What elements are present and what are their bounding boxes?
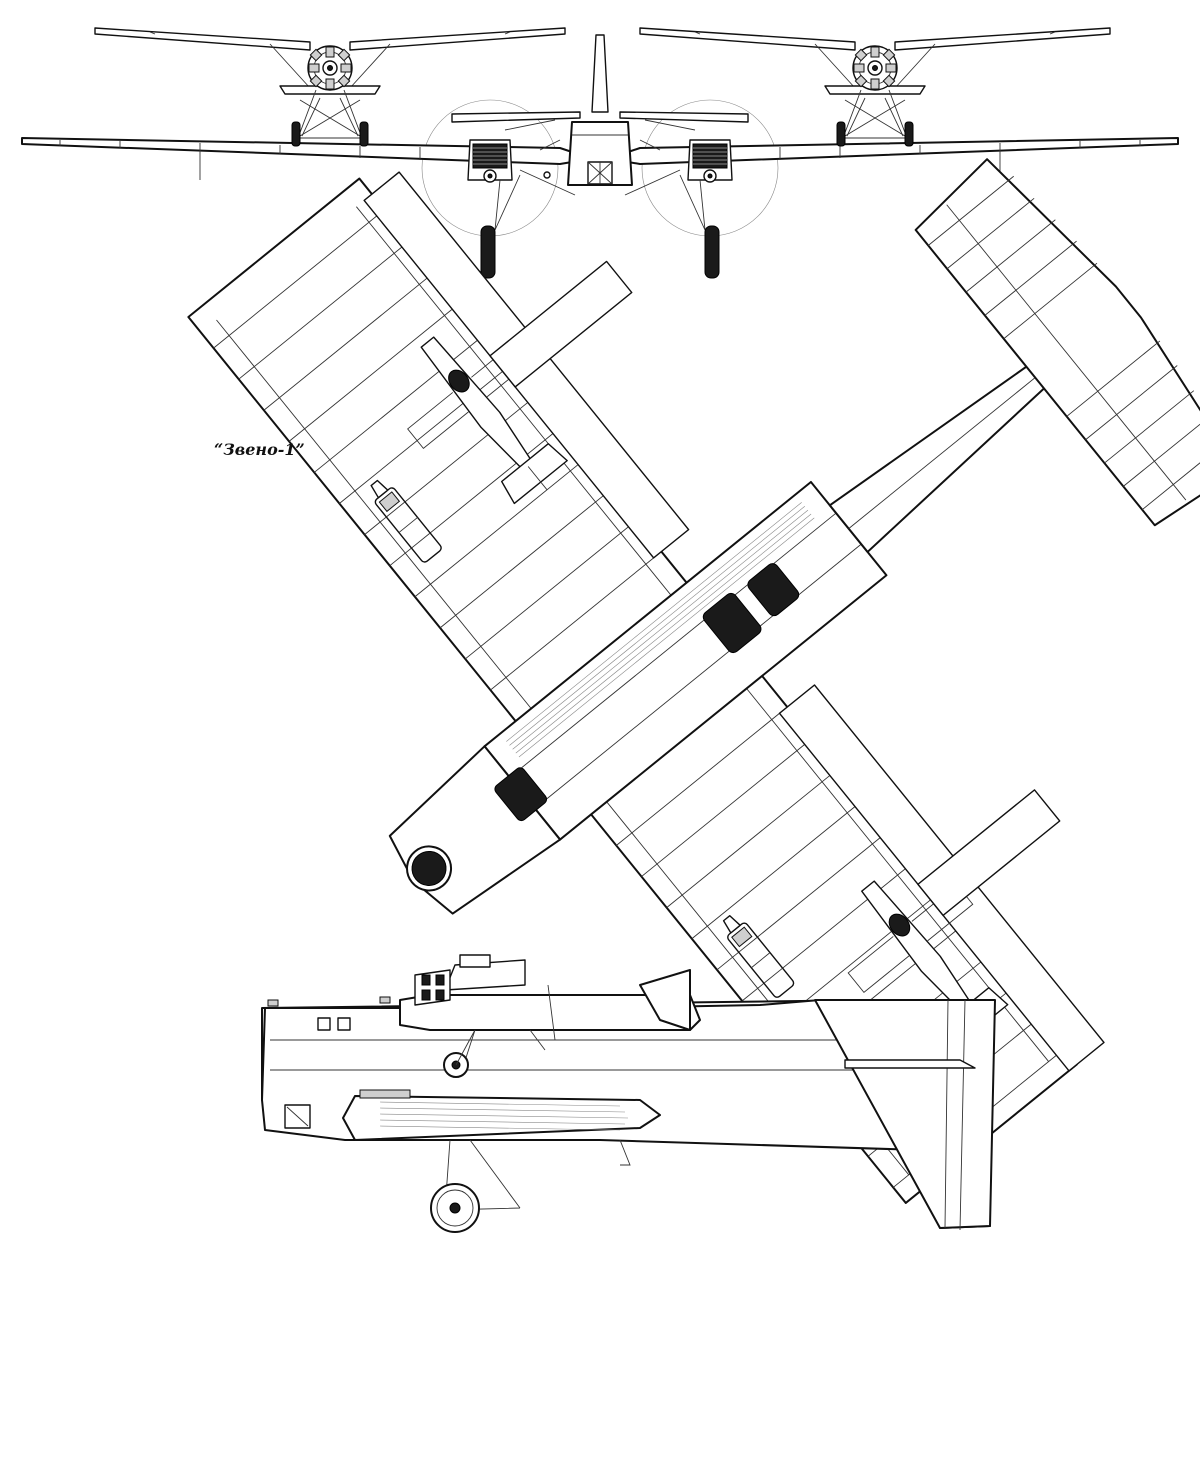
- plan-view: [187, 158, 1200, 1204]
- front-view: [21, 28, 1179, 279]
- side-view: [261, 954, 996, 1233]
- drawing-caption: “Звено-1”: [214, 440, 305, 459]
